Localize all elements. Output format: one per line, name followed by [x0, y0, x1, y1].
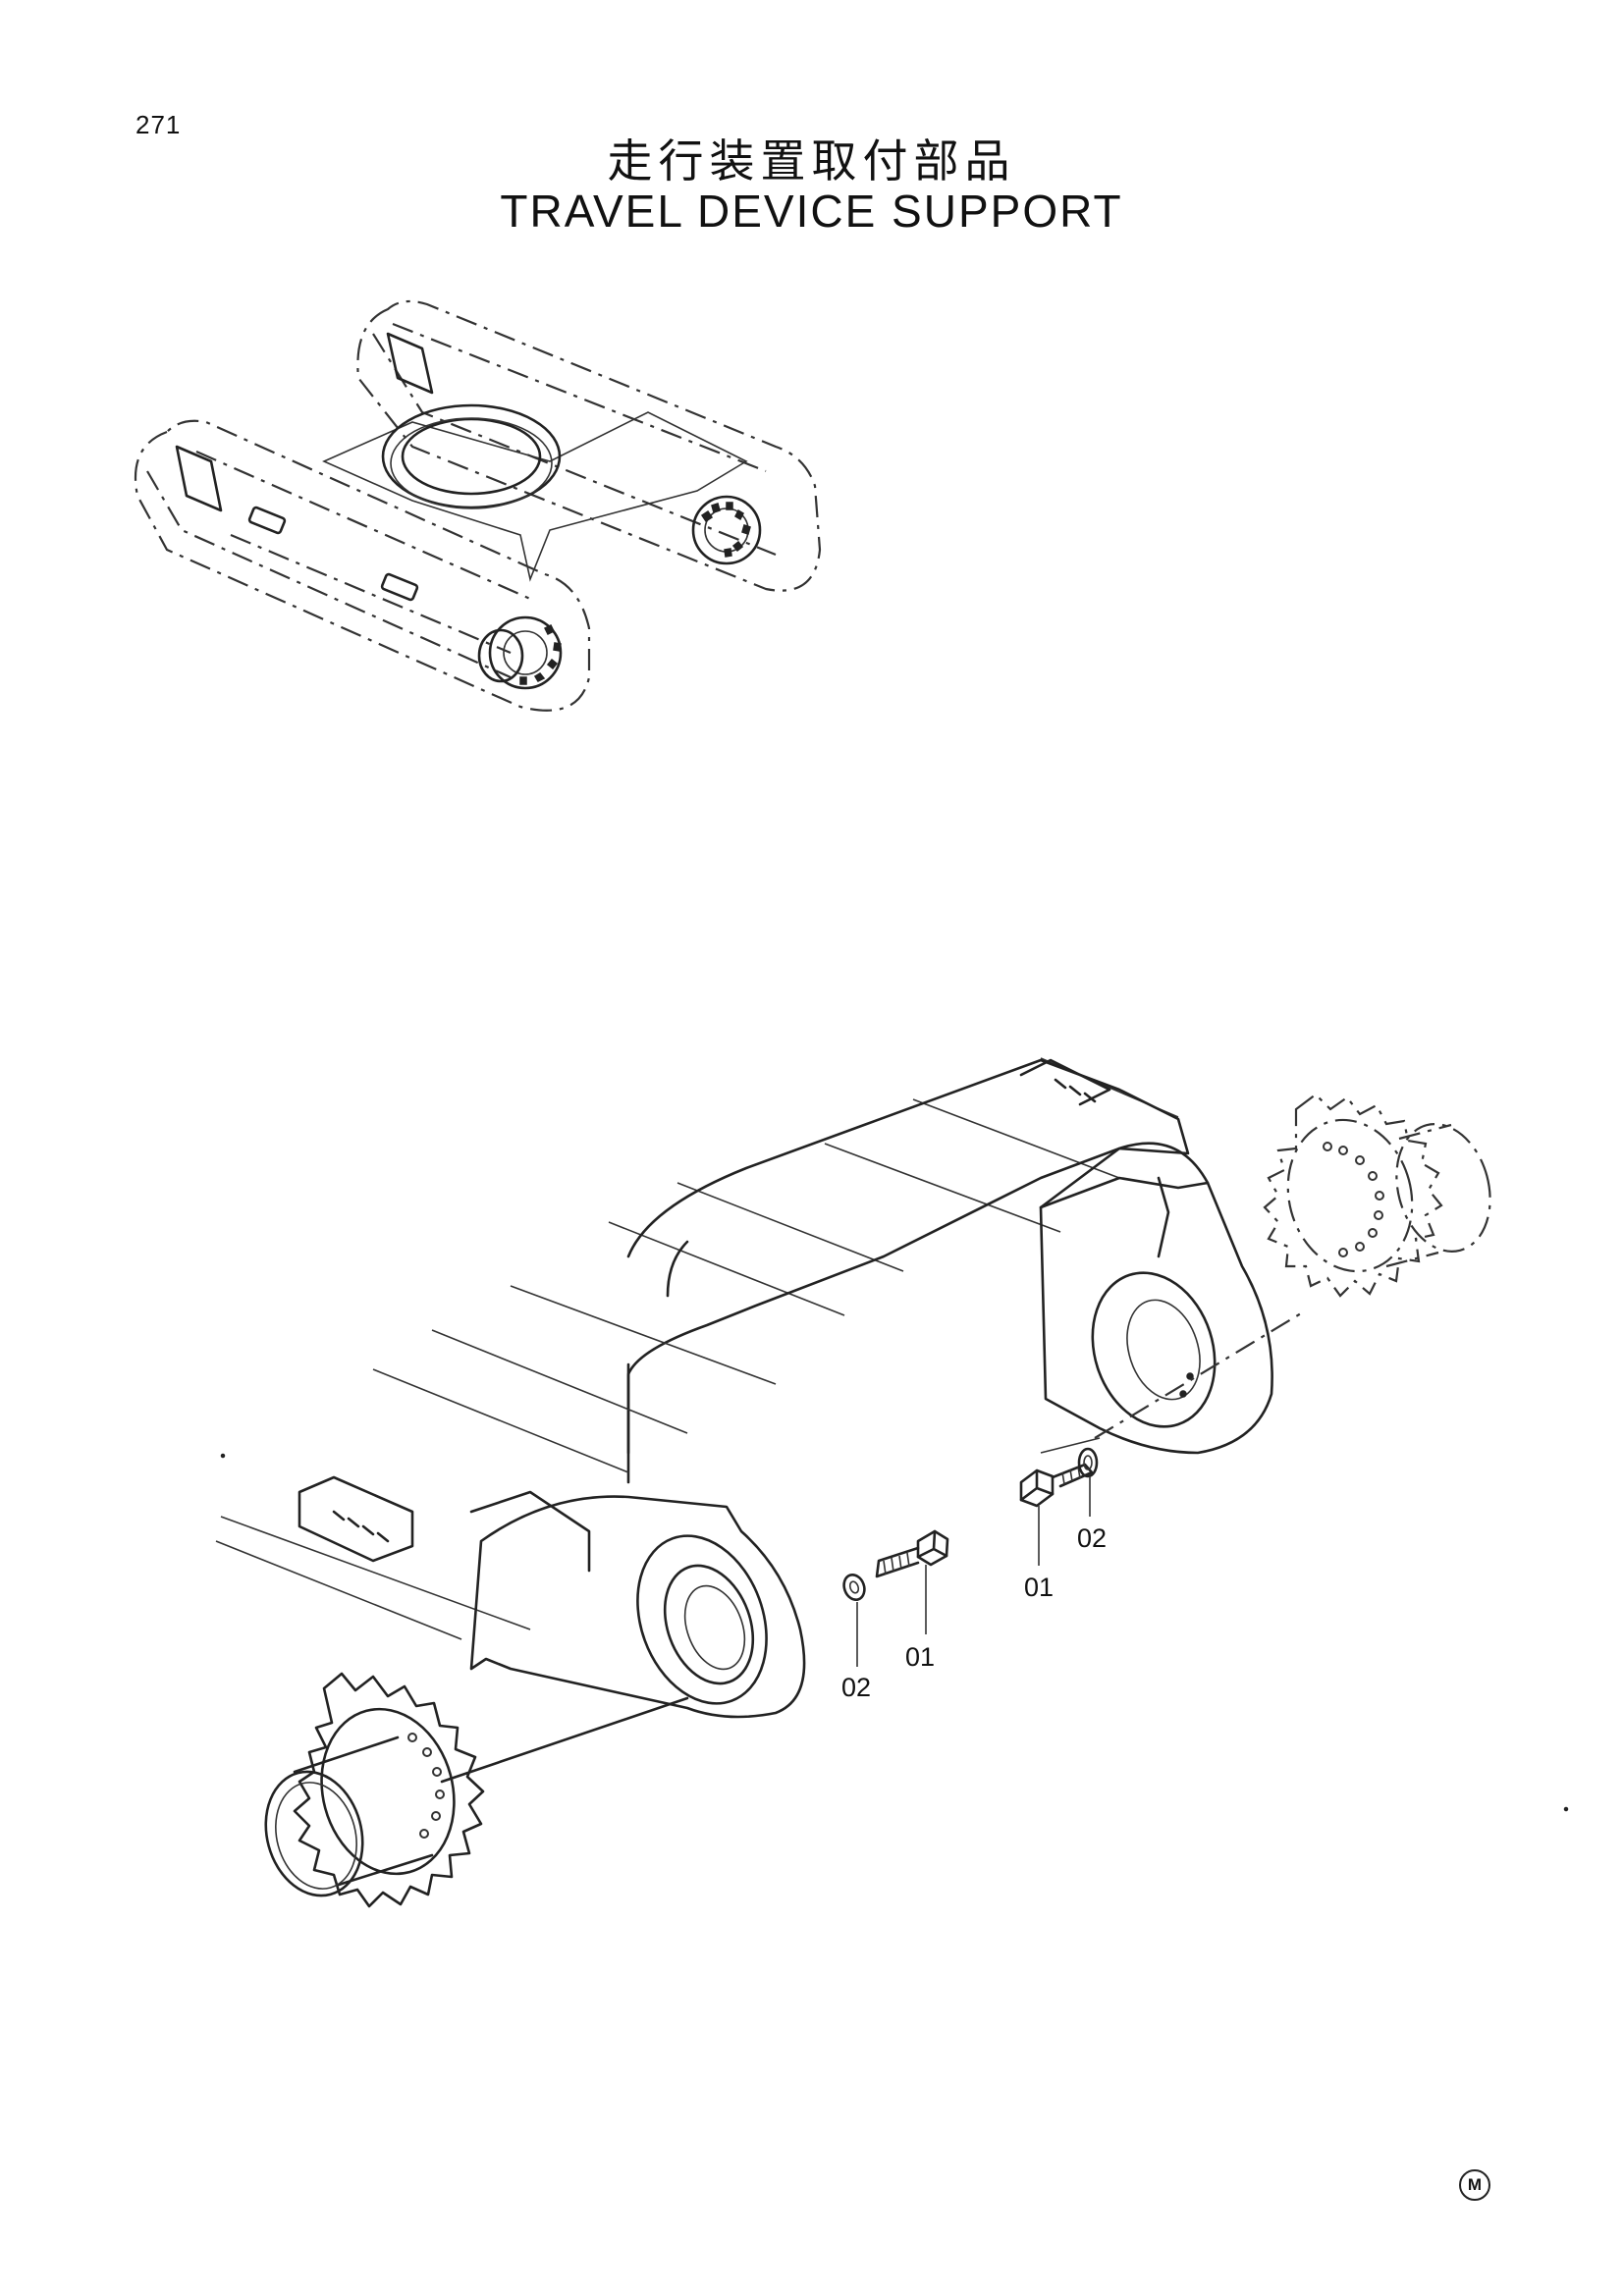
lower-bolt: [875, 1529, 949, 1634]
title-japanese: 走行装置取付部品: [607, 134, 1016, 187]
title-english: TRAVEL DEVICE SUPPORT: [500, 186, 1123, 237]
maker-mark-icon: M: [1459, 2169, 1490, 2201]
upper-bolt: [1019, 1463, 1094, 1566]
lower-washer: [842, 1574, 866, 1667]
overview-sprocket-front: [477, 615, 563, 690]
travel-motor-sprocket-right: [1263, 1093, 1491, 1298]
track-frame: [215, 1057, 1273, 1719]
callout-upper-bolt: 01: [1024, 1573, 1054, 1602]
overview-sprocket-rear: [691, 495, 762, 565]
callout-lower-bolt: 01: [905, 1642, 935, 1672]
upper-washer: [1077, 1447, 1099, 1517]
page-number: 271: [135, 110, 182, 139]
undercarriage-overview: [134, 299, 822, 712]
callout-lower-washer: 02: [841, 1673, 871, 1702]
callout-upper-washer: 02: [1077, 1523, 1107, 1553]
travel-motor-sprocket-left: [264, 1672, 485, 1908]
